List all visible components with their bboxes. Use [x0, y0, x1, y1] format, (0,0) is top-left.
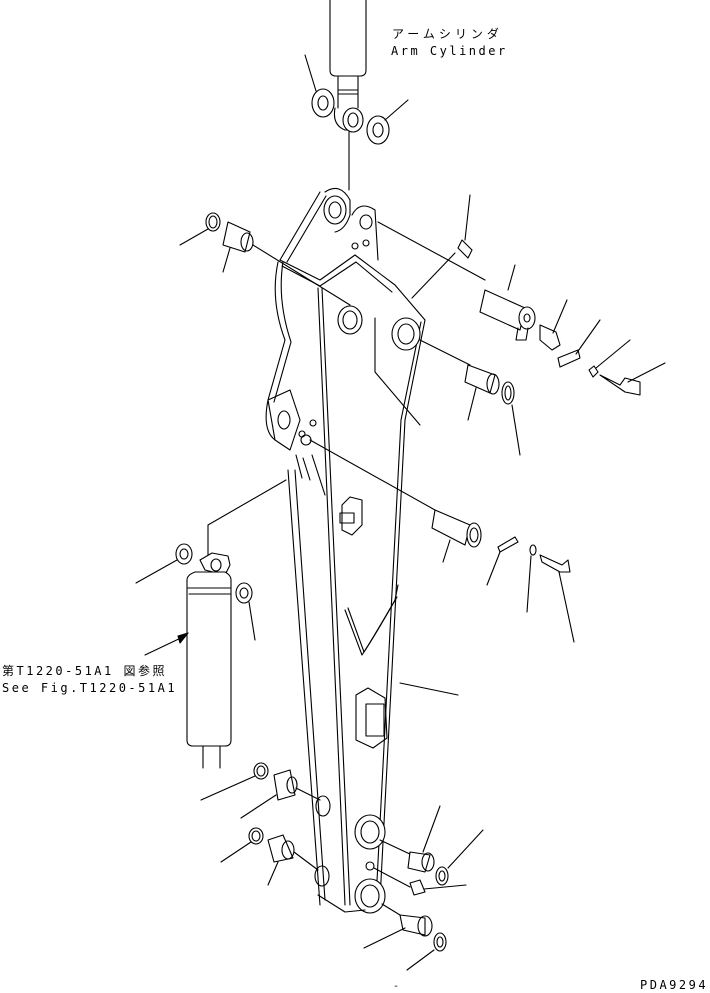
- bushing-top-left: [179, 212, 351, 306]
- bushings-bottom-right: [363, 805, 484, 971]
- see-fig-label-jp: 第T1220-51A1 図参照: [2, 664, 167, 678]
- dash-mark: -: [393, 981, 402, 992]
- drawing-code: PDA9294: [640, 978, 709, 992]
- arm-cylinder-label-jp: アームシリンダ: [392, 27, 503, 41]
- bushings-bottom-left: [200, 762, 321, 886]
- pins-right-mid: [309, 439, 575, 643]
- arm-cylinder-label-en: Arm Cylinder: [391, 44, 508, 58]
- arm-cylinder: [329, 0, 367, 191]
- bucket-cylinder: [135, 479, 287, 769]
- arm-leader-line: [399, 682, 459, 696]
- see-fig-label-en: See Fig.T1220-51A1: [2, 681, 178, 695]
- shim-washers-top: [304, 54, 409, 145]
- pins-right-top: [377, 194, 666, 456]
- arm-body: [265, 187, 426, 914]
